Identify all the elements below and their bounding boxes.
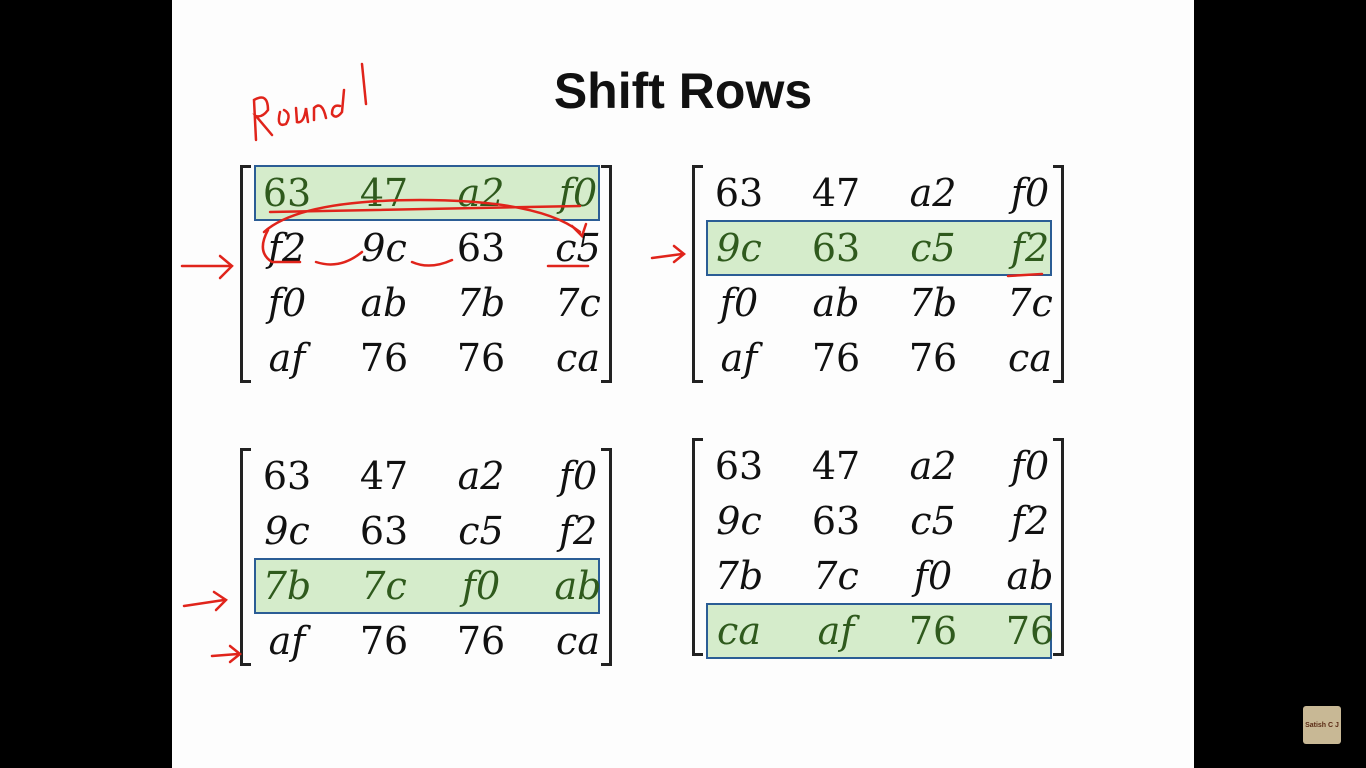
matrix-cell: 7b — [714, 554, 764, 598]
bracket-left — [692, 438, 703, 656]
matrix-cell: 76 — [1005, 609, 1055, 653]
matrix-cell: f0 — [558, 171, 598, 215]
matrix-row: 63 47 a2 f0 — [692, 165, 1064, 221]
matrix-row: af 76 76 ca — [240, 330, 612, 386]
matrix-cell: 47 — [359, 454, 409, 498]
matrix-cell: 7c — [813, 554, 859, 598]
matrix-cell: a2 — [457, 171, 505, 215]
matrix-cell: f0 — [1010, 444, 1050, 488]
matrix-cell: c5 — [910, 226, 956, 270]
matrix-top-left: 63 47 a2 f0 f2 9c 63 c5 f0 ab 7b 7c af 76 76 ca — [240, 165, 612, 383]
matrix-cell: 63 — [714, 171, 764, 215]
matrix-cell: f2 — [558, 509, 598, 553]
matrix-cell: 76 — [456, 336, 506, 380]
matrix-row: 9c 63 c5 f2 — [692, 220, 1064, 276]
matrix-cell: 9c — [361, 226, 407, 270]
bracket-right — [1053, 165, 1064, 383]
matrix-cell: ab — [1006, 554, 1054, 598]
row-highlight — [254, 558, 600, 614]
matrix-cell: 63 — [456, 226, 506, 270]
matrix-cell: a2 — [909, 171, 957, 215]
bracket-right — [601, 165, 612, 383]
bracket-right — [601, 448, 612, 666]
matrix-cell: af — [268, 336, 306, 380]
matrix-cell: f0 — [1010, 171, 1050, 215]
matrix-cell: af — [817, 609, 855, 653]
matrix-cell: 7c — [555, 281, 601, 325]
matrix-cell: 9c — [716, 499, 762, 543]
matrix-row: f2 9c 63 c5 — [240, 220, 612, 276]
matrix-cell: 9c — [264, 509, 310, 553]
matrix-cell: 7b — [262, 564, 312, 608]
bracket-left — [240, 448, 251, 666]
matrix-row: ca af 76 76 — [692, 603, 1064, 659]
matrix-cell: 47 — [811, 444, 861, 488]
matrix-cell: ca — [556, 336, 600, 380]
matrix-cell: 76 — [908, 336, 958, 380]
row-highlight — [706, 603, 1052, 659]
bracket-left — [240, 165, 251, 383]
matrix-cell: 76 — [359, 619, 409, 663]
matrix-cell: 47 — [359, 171, 409, 215]
matrix-cell: f2 — [1010, 226, 1050, 270]
matrix-bottom-left: 63 47 a2 f0 9c 63 c5 f2 7b 7c f0 ab af 76 76 ca — [240, 448, 612, 666]
slide-title: Shift Rows — [553, 63, 813, 119]
matrix-row: 9c 63 c5 f2 — [692, 493, 1064, 549]
matrix-cell: f0 — [558, 454, 598, 498]
matrix-cell: 76 — [908, 609, 958, 653]
matrix-row: f0 ab 7b 7c — [240, 275, 612, 331]
matrix-cell: 63 — [359, 509, 409, 553]
matrix-cell: 7b — [456, 281, 506, 325]
matrix-cell: f0 — [913, 554, 953, 598]
matrix-cell: 9c — [716, 226, 762, 270]
matrix-cell: f2 — [267, 226, 307, 270]
matrix-cell: ca — [556, 619, 600, 663]
matrix-cell: 76 — [359, 336, 409, 380]
row-highlight — [706, 220, 1052, 276]
matrix-cell: af — [268, 619, 306, 663]
matrix-bottom-right: 63 47 a2 f0 9c 63 c5 f2 7b 7c f0 ab ca af 76 76 — [692, 438, 1064, 659]
matrix-cell: 63 — [714, 444, 764, 488]
matrix-row: 63 47 a2 f0 — [240, 165, 612, 221]
matrix-cell: c5 — [910, 499, 956, 543]
matrix-cell: 76 — [811, 336, 861, 380]
matrix-row: 7b 7c f0 ab — [240, 558, 612, 614]
matrix-row: 9c 63 c5 f2 — [240, 503, 612, 559]
matrix-cell: ca — [1008, 336, 1052, 380]
matrix-cell: f0 — [719, 281, 759, 325]
matrix-cell: 76 — [456, 619, 506, 663]
matrix-row: af 76 76 ca — [692, 330, 1064, 386]
matrix-cell: ca — [717, 609, 761, 653]
matrix-top-right: 63 47 a2 f0 9c 63 c5 f2 f0 ab 7b 7c af 76 76 ca — [692, 165, 1064, 383]
matrix-cell: 47 — [811, 171, 861, 215]
matrix-cell: f2 — [1010, 499, 1050, 543]
matrix-cell: 7c — [1007, 281, 1053, 325]
matrix-row: 7b 7c f0 ab — [692, 548, 1064, 604]
matrix-row: af 76 76 ca — [240, 613, 612, 669]
matrix-cell: 63 — [262, 454, 312, 498]
matrix-cell: ab — [812, 281, 860, 325]
matrix-cell: c5 — [555, 226, 601, 270]
matrix-cell: ab — [360, 281, 408, 325]
matrix-cell: c5 — [458, 509, 504, 553]
matrix-cell: 63 — [262, 171, 312, 215]
matrix-cell: af — [720, 336, 758, 380]
matrix-cell: 7c — [361, 564, 407, 608]
matrix-row: f0 ab 7b 7c — [692, 275, 1064, 331]
matrix-cell: 7b — [908, 281, 958, 325]
bracket-left — [692, 165, 703, 383]
matrix-cell: 63 — [811, 226, 861, 270]
matrix-cell: 63 — [811, 499, 861, 543]
channel-watermark: Satish C J — [1303, 706, 1341, 744]
matrix-cell: a2 — [909, 444, 957, 488]
bracket-right — [1053, 438, 1064, 656]
matrix-cell: f0 — [461, 564, 501, 608]
matrix-row: 63 47 a2 f0 — [240, 448, 612, 504]
matrix-cell: f0 — [267, 281, 307, 325]
matrix-cell: ab — [554, 564, 602, 608]
matrix-cell: a2 — [457, 454, 505, 498]
matrix-row: 63 47 a2 f0 — [692, 438, 1064, 494]
